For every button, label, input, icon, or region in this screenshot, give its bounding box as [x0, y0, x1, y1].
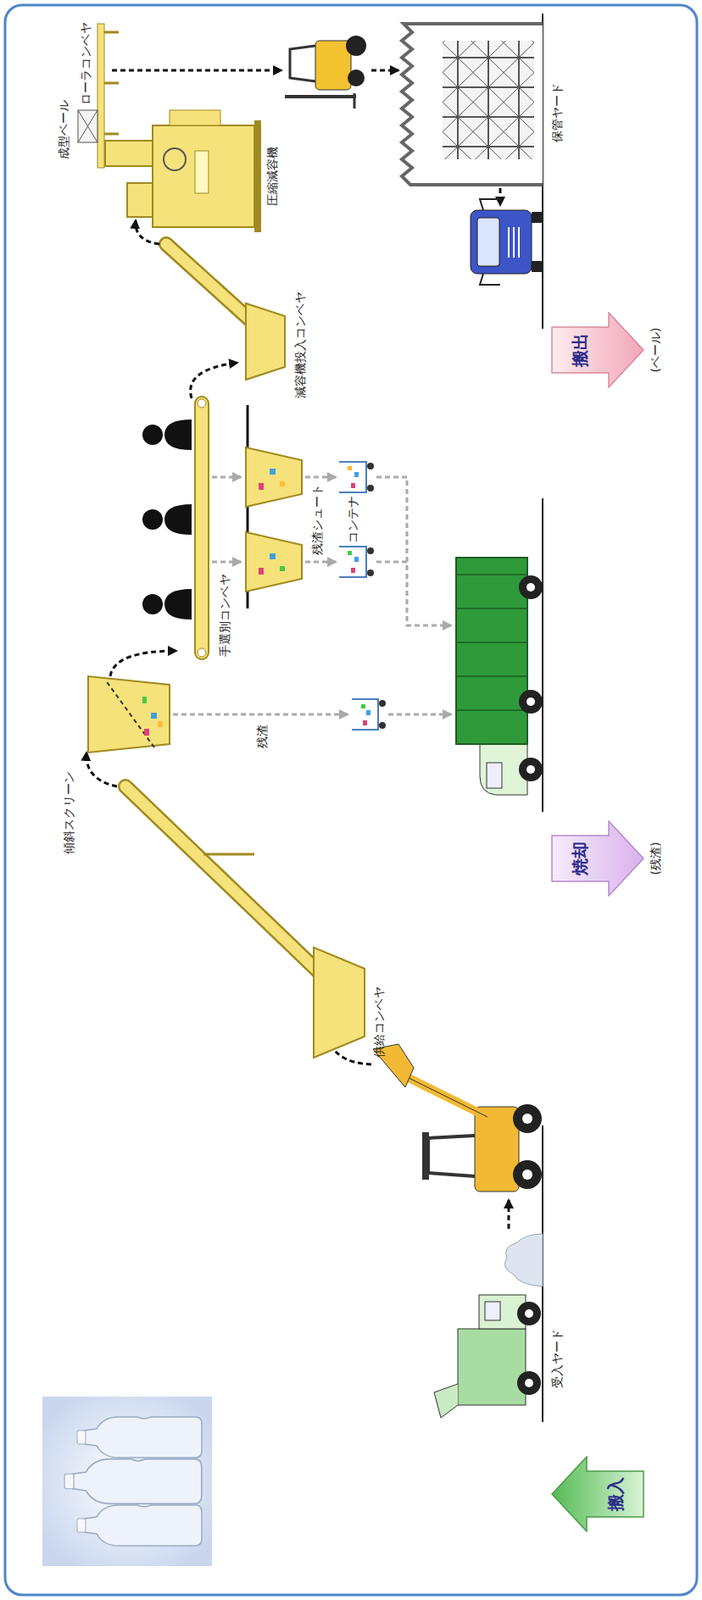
sorting-conveyor [142, 362, 452, 660]
frame [5, 5, 697, 1596]
part-label: 保管ヤード [549, 83, 565, 143]
part-label: 受入ヤード [549, 1329, 565, 1389]
arrow-label: 搬入 [605, 1456, 626, 1533]
part-label: 成型ベール [55, 100, 72, 160]
residue-container [351, 699, 452, 730]
arrow-label: 搬出 [569, 312, 591, 389]
arrow-sublabel: (残渣) [647, 820, 663, 897]
compactor-line [105, 110, 285, 380]
arrow-outline [551, 821, 644, 897]
residue-truck [456, 498, 543, 813]
arrow-sublabel: (ベール) [647, 312, 663, 389]
part-label: 供給コンベヤ [371, 986, 387, 1059]
pet-bottles [42, 1397, 212, 1567]
wheel-loader [327, 1034, 542, 1193]
block-arrow-shape [551, 820, 645, 897]
bale-truck [470, 199, 543, 285]
block-arrow: 搬出 (ベール) [551, 312, 667, 389]
arrow-label: 焼却 [569, 820, 591, 897]
part-label: 手選別コンベヤ [217, 573, 233, 658]
arrow-outline [551, 1457, 644, 1533]
feed-conveyor [86, 752, 365, 1059]
part-label: ローラコンベヤ [78, 22, 94, 106]
inclined-screen [88, 651, 348, 753]
storage-yard [401, 13, 543, 329]
block-arrow-shape [551, 1456, 645, 1533]
part-label: 圧縮減容機 [264, 146, 280, 207]
part-label: コンテナ [345, 495, 361, 544]
roller-conveyor [78, 23, 282, 168]
arrow-outline [551, 312, 644, 388]
part-label: 残渣 [254, 724, 270, 749]
block-arrow-shape [551, 312, 645, 389]
forklift [284, 35, 399, 109]
block-arrow: 焼却 (残渣) [551, 820, 667, 897]
block-arrow: 搬入 [551, 1456, 645, 1533]
part-label: 残渣シュート [309, 484, 325, 556]
part-label: 減容機投入コンベヤ [292, 291, 308, 399]
part-label: 傾斜スクリーン [61, 771, 77, 855]
